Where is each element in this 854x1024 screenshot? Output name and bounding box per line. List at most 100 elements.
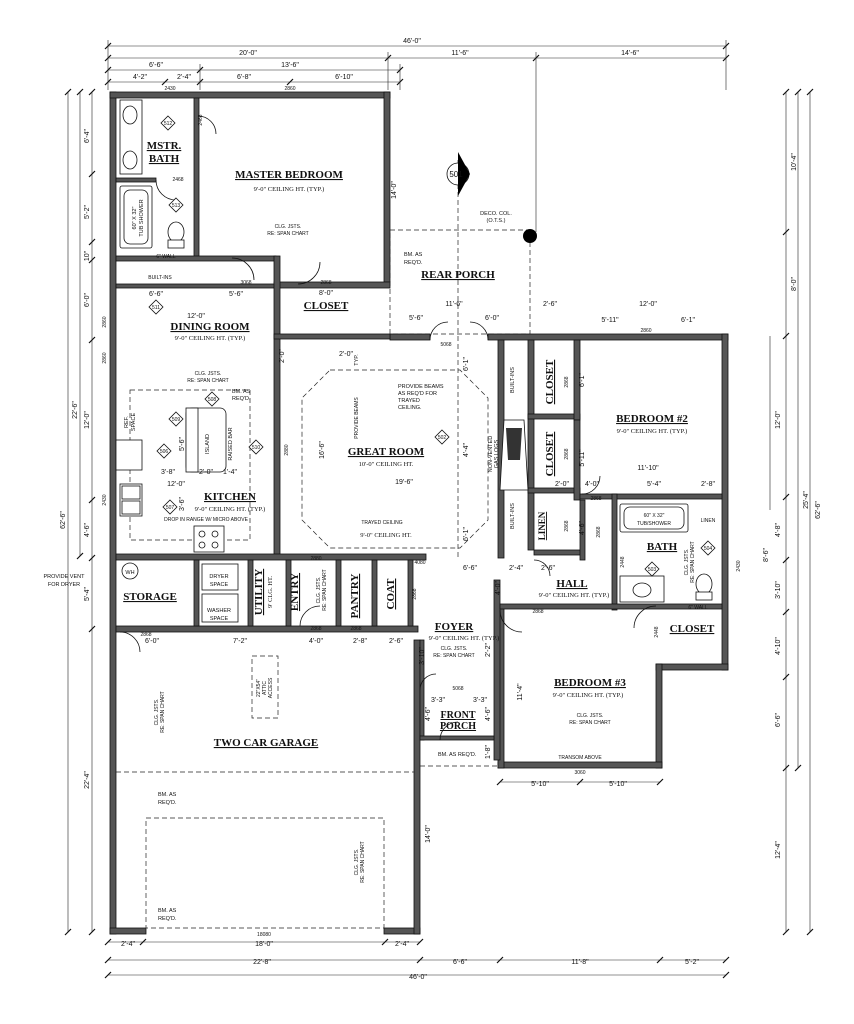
svg-text:PROVIDE VENT: PROVIDE VENT (44, 574, 86, 580)
svg-text:6'-0": 6'-0" (485, 315, 499, 322)
svg-text:REF.: REF. (124, 416, 130, 428)
svg-text:511: 511 (152, 305, 160, 311)
svg-text:2880: 2880 (310, 556, 321, 562)
svg-text:6'-8": 6'-8" (237, 74, 251, 81)
bedroom-2-closet-a-label: CLOSET (544, 359, 556, 404)
svg-text:11'-6": 11'-6" (445, 301, 463, 308)
svg-text:2468: 2468 (198, 114, 204, 125)
svg-text:9'-0" CEILING HT. (TYP.): 9'-0" CEILING HT. (TYP.) (429, 635, 500, 642)
svg-text:BM. AS: BM. AS (404, 252, 423, 258)
kitchen-label: KITCHEN (204, 491, 256, 503)
svg-text:512: 512 (164, 121, 173, 127)
svg-text:CLG. JSTS.: CLG. JSTS. (684, 549, 690, 576)
svg-text:BM. AS: BM. AS (158, 792, 177, 798)
svg-text:12'-0": 12'-0" (775, 411, 782, 429)
master-bath-label-1: MSTR. (147, 140, 182, 152)
storage-label: STORAGE (123, 591, 177, 603)
svg-text:11'-4": 11'-4" (517, 683, 524, 701)
door-swing-icon (197, 115, 217, 135)
svg-text:10": 10" (84, 250, 91, 261)
svg-text:6'-6": 6'-6" (149, 62, 163, 69)
dashed-lines (116, 160, 531, 929)
svg-text:4'-0": 4'-0" (585, 481, 599, 488)
svg-text:DRYER: DRYER (209, 574, 228, 580)
svg-text:8'-0": 8'-0" (791, 277, 798, 291)
hall-label: HALL (556, 578, 587, 590)
svg-text:2868: 2868 (140, 632, 151, 638)
tag-513: 513 (168, 197, 184, 213)
rear-porch-label: REAR PORCH (421, 269, 495, 281)
svg-text:CLG. JSTS.: CLG. JSTS. (195, 371, 222, 377)
dims-bottom: 2'-4" 18'-0" 2'-4" 22'-8" 6'-6" 11'-8" 5… (121, 932, 699, 981)
svg-text:4'-0": 4'-0" (309, 638, 323, 645)
svg-text:GAS LOGS: GAS LOGS (494, 439, 500, 468)
svg-text:2448: 2448 (620, 556, 626, 567)
svg-text:4'-4": 4'-4" (463, 443, 470, 457)
svg-text:2'-0": 2'-0" (555, 481, 569, 488)
deco-column-icon (523, 229, 537, 243)
dim-overall-top: 46'-0" (403, 38, 421, 45)
svg-text:BM. AS: BM. AS (232, 389, 251, 395)
svg-text:6'-6": 6'-6" (453, 959, 467, 966)
foyer-label: FOYER (435, 621, 475, 633)
svg-text:2'-4": 2'-4" (509, 565, 523, 572)
svg-text:2'-6": 2'-6" (543, 301, 557, 308)
sink-icon (122, 105, 138, 125)
svg-text:RE: SPAN CHART: RE: SPAN CHART (267, 231, 309, 237)
dims-top: 46'-0" 20'-0" 11'-6" 14'-6" 6'-6" 13'-6"… (133, 38, 639, 92)
svg-text:5'-4": 5'-4" (647, 481, 661, 488)
svg-text:6'-1": 6'-1" (463, 357, 470, 371)
svg-text:4'-10": 4'-10" (775, 637, 782, 655)
svg-text:19'-6": 19'-6" (395, 479, 413, 486)
svg-text:8'-0": 8'-0" (319, 290, 333, 297)
svg-text:3'-3": 3'-3" (431, 697, 445, 704)
door-swing-icon (119, 631, 141, 653)
door-swing-icon (581, 475, 601, 495)
svg-text:RE: SPAN CHART: RE: SPAN CHART (160, 691, 166, 733)
front-porch-label-2: PORCH (440, 721, 476, 732)
svg-text:507: 507 (166, 505, 175, 511)
svg-text:3'-3": 3'-3" (473, 697, 487, 704)
svg-text:9'-0" CEILING HT. (TYP.): 9'-0" CEILING HT. (TYP.) (254, 186, 325, 193)
utility-label: UTILITY (253, 569, 265, 616)
svg-text:2'-0": 2'-0" (199, 469, 213, 476)
svg-text:2868: 2868 (320, 280, 331, 286)
svg-text:RE: SPAN CHART: RE: SPAN CHART (360, 841, 366, 883)
svg-text:2868: 2868 (350, 626, 361, 632)
toilet-icon (695, 573, 713, 595)
svg-text:16'-6": 16'-6" (319, 441, 326, 459)
master-bedroom-label: MASTER BEDROOM (235, 169, 343, 181)
svg-text:2868: 2868 (310, 626, 321, 632)
svg-text:62'-6": 62'-6" (815, 501, 822, 519)
svg-text:5'-10": 5'-10" (609, 781, 627, 788)
svg-text:9'-0" CEILING HT. (TYP.): 9'-0" CEILING HT. (TYP.) (553, 692, 624, 699)
svg-text:4'-6": 4'-6" (84, 523, 91, 537)
svg-text:10'-0" CEILING HT.: 10'-0" CEILING HT. (359, 461, 414, 468)
svg-text:1'-8": 1'-8" (485, 745, 492, 759)
svg-text:2868: 2868 (564, 376, 570, 387)
svg-text:CLG. JSTS.: CLG. JSTS. (154, 699, 160, 726)
svg-text:4'-0": 4'-0" (495, 581, 502, 595)
svg-text:5068: 5068 (452, 686, 463, 692)
svg-text:2'-8": 2'-8" (353, 638, 367, 645)
svg-text:5'-4": 5'-4" (84, 587, 91, 601)
svg-text:2'-4": 2'-4" (121, 941, 135, 948)
section-marker-label: 501 (449, 170, 463, 179)
bath-label: BATH (647, 541, 678, 553)
door-swing-icon (469, 321, 489, 341)
svg-text:4080: 4080 (414, 560, 425, 566)
svg-text:11'-8": 11'-8" (571, 959, 589, 966)
svg-text:60" X 32": 60" X 32" (644, 513, 665, 519)
bedroom-2-closet-b-label: CLOSET (544, 431, 556, 476)
svg-text:62'-6": 62'-6" (60, 511, 67, 529)
tag-504: 504 (700, 540, 716, 556)
door-swing-icon (439, 721, 459, 741)
sink-icon (632, 582, 652, 598)
svg-text:2880: 2880 (284, 444, 290, 455)
svg-text:502: 502 (438, 435, 447, 441)
svg-text:12'-0": 12'-0" (639, 301, 657, 308)
svg-text:12'-0": 12'-0" (167, 481, 185, 488)
tag-512: 512 (160, 115, 176, 131)
svg-text:2'-4": 2'-4" (177, 74, 191, 81)
